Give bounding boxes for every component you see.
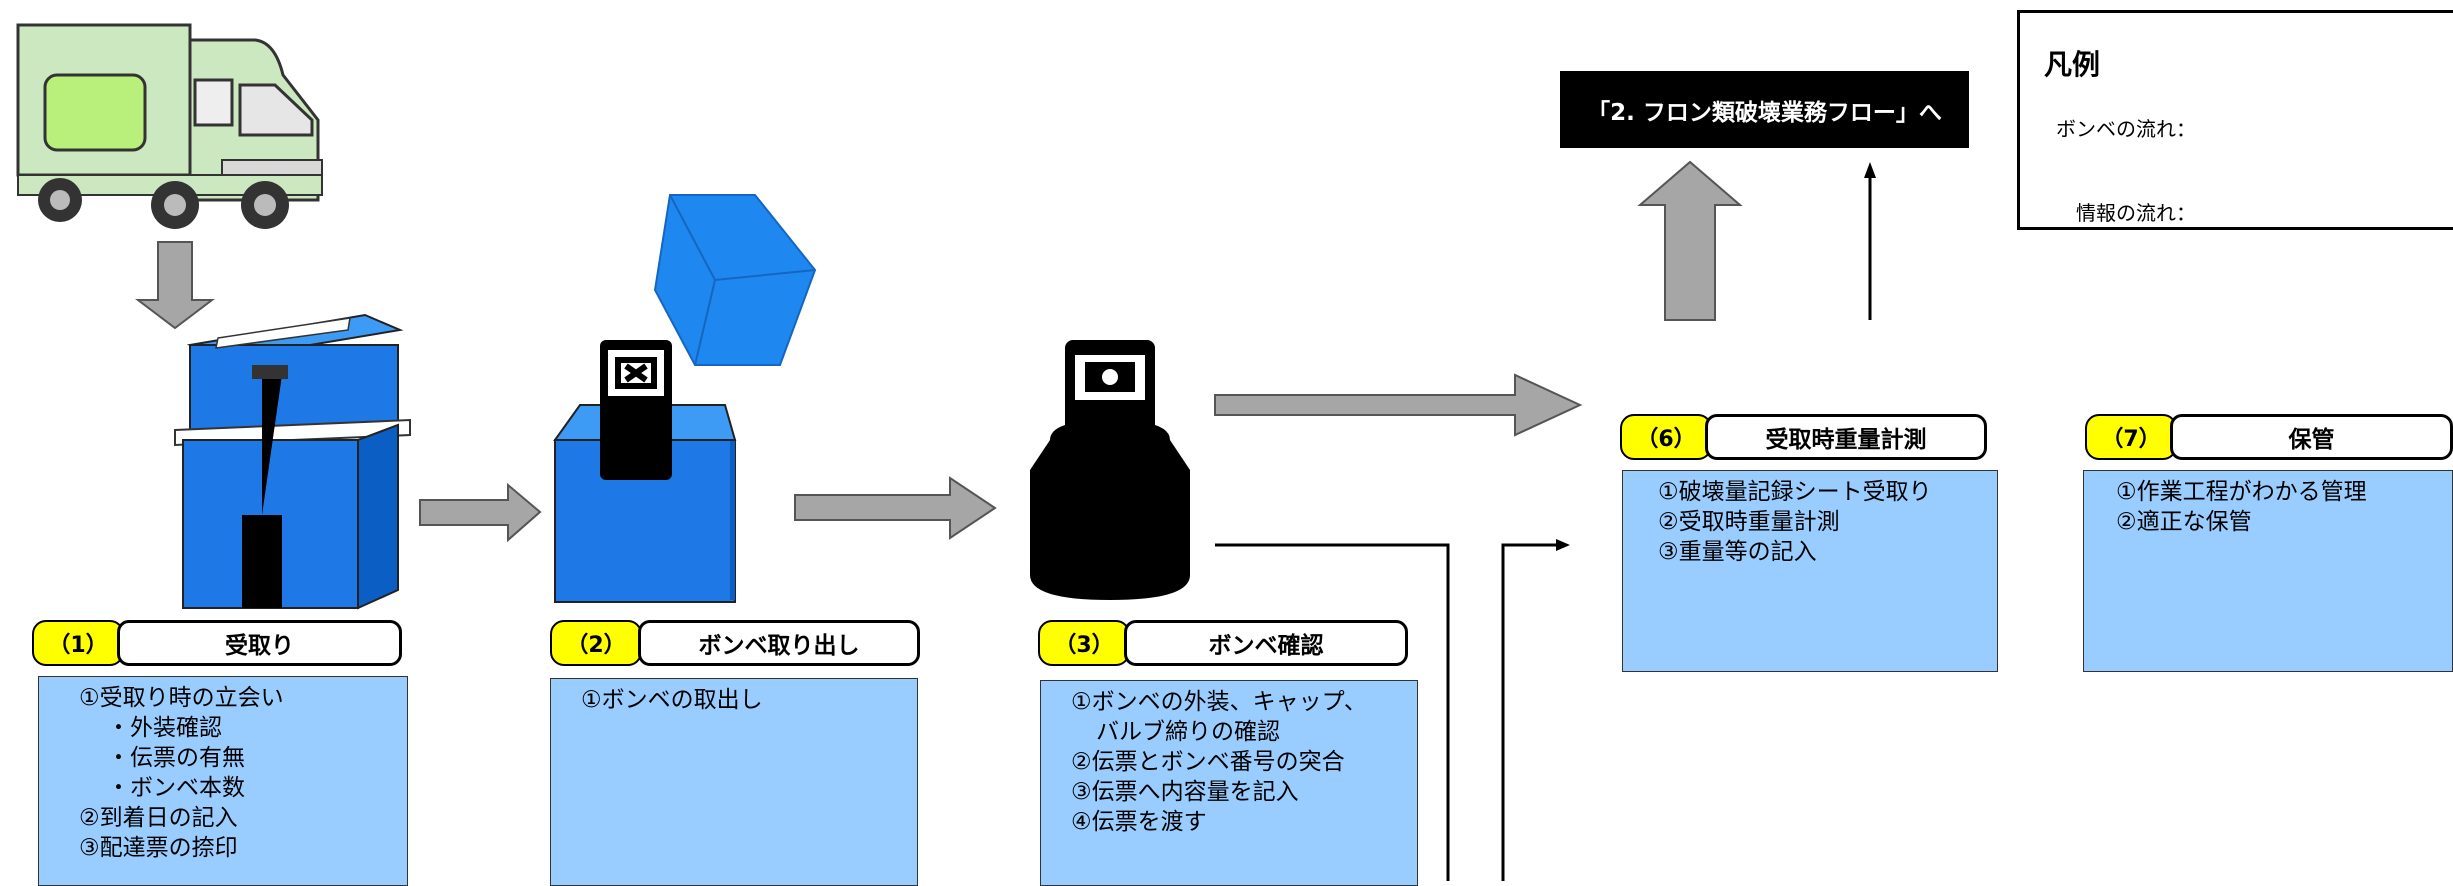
- step-number-tag: （3）: [1038, 620, 1130, 666]
- detail-line: ②受取時重量計測: [1658, 509, 1840, 535]
- detail-line: ・伝票の有無: [107, 745, 245, 771]
- step-number-tag: （2）: [550, 620, 642, 666]
- gas-cylinder-icon: [1030, 340, 1190, 600]
- legend-info-flow-label: 情報の流れ：: [2076, 201, 2196, 225]
- detail-line: バルブ締りの確認: [1096, 719, 1280, 745]
- destination-box: 「2. フロン類破壊業務フロー」へ: [1560, 71, 1969, 148]
- step-title: ボンベ確認: [1124, 620, 1408, 666]
- step-number-tag: （6）: [1620, 414, 1712, 460]
- down-arrow-icon: [135, 241, 215, 330]
- step-number-tag: （7）: [2085, 414, 2177, 460]
- detail-line: ③重量等の記入: [1658, 539, 1817, 565]
- step-number-tag: （1）: [32, 620, 124, 666]
- legend: 凡例 ボンベの流れ： 情報の流れ：: [2017, 10, 2453, 230]
- detail-line: ④伝票を渡す: [1071, 809, 1207, 835]
- detail-line: ①破壊量記録シート受取り: [1658, 479, 1932, 505]
- detail-line: ②到着日の記入: [79, 805, 238, 831]
- detail-line: ①受取り時の立会い: [79, 685, 284, 711]
- step-2-header: （2） ボンベ取り出し: [550, 620, 922, 668]
- cylinder-flow-arrows: [419, 160, 1743, 543]
- legend-title: 凡例: [2044, 48, 2101, 81]
- truck-icon: [16, 23, 323, 229]
- step-1-header: （1） 受取り: [32, 620, 404, 668]
- step-title: 受取り: [117, 620, 402, 666]
- detail-line: ①ボンベの取出し: [581, 687, 763, 713]
- step-7-details: ①作業工程がわかる管理 ②適正な保管: [2083, 470, 2453, 672]
- step-title: 受取時重量計測: [1705, 414, 1987, 460]
- open-box-cylinder-icon: [553, 194, 817, 603]
- detail-line: ①作業工程がわかる管理: [2116, 479, 2367, 505]
- detail-line: ①ボンベの外装、キャップ、: [1071, 689, 1367, 715]
- step-6-details: ①破壊量記録シート受取り ②受取時重量計測 ③重量等の記入: [1622, 470, 1998, 672]
- detail-line: ②適正な保管: [2116, 509, 2252, 535]
- step-title: ボンベ取り出し: [638, 620, 920, 666]
- step-3-header: （3） ボンベ確認: [1038, 620, 1410, 668]
- detail-line: ・外装確認: [107, 715, 222, 741]
- detail-line: ・ボンベ本数: [107, 775, 245, 801]
- step-2-details: ①ボンベの取出し: [550, 678, 918, 886]
- detail-line: ③伝票へ内容量を記入: [1071, 779, 1299, 805]
- detail-line: ③配達票の捺印: [79, 835, 238, 861]
- step-6-header: （6） 受取時重量計測: [1620, 414, 1990, 462]
- step-1-details: ①受取り時の立会い ・外装確認 ・伝票の有無 ・ボンベ本数 ②到着日の記入 ③配…: [38, 676, 408, 886]
- detail-line: ②伝票とボンベ番号の突合: [1071, 749, 1345, 775]
- info-flow-lines: [1215, 162, 1876, 881]
- delivery-box-icon: [174, 313, 411, 610]
- step-7-header: （7） 保管: [2085, 414, 2453, 462]
- step-3-details: ①ボンベの外装、キャップ、 バルブ締りの確認 ②伝票とボンベ番号の突合 ③伝票へ…: [1040, 680, 1418, 886]
- step-title: 保管: [2170, 414, 2453, 460]
- legend-cylinder-flow-label: ボンベの流れ：: [2056, 117, 2196, 141]
